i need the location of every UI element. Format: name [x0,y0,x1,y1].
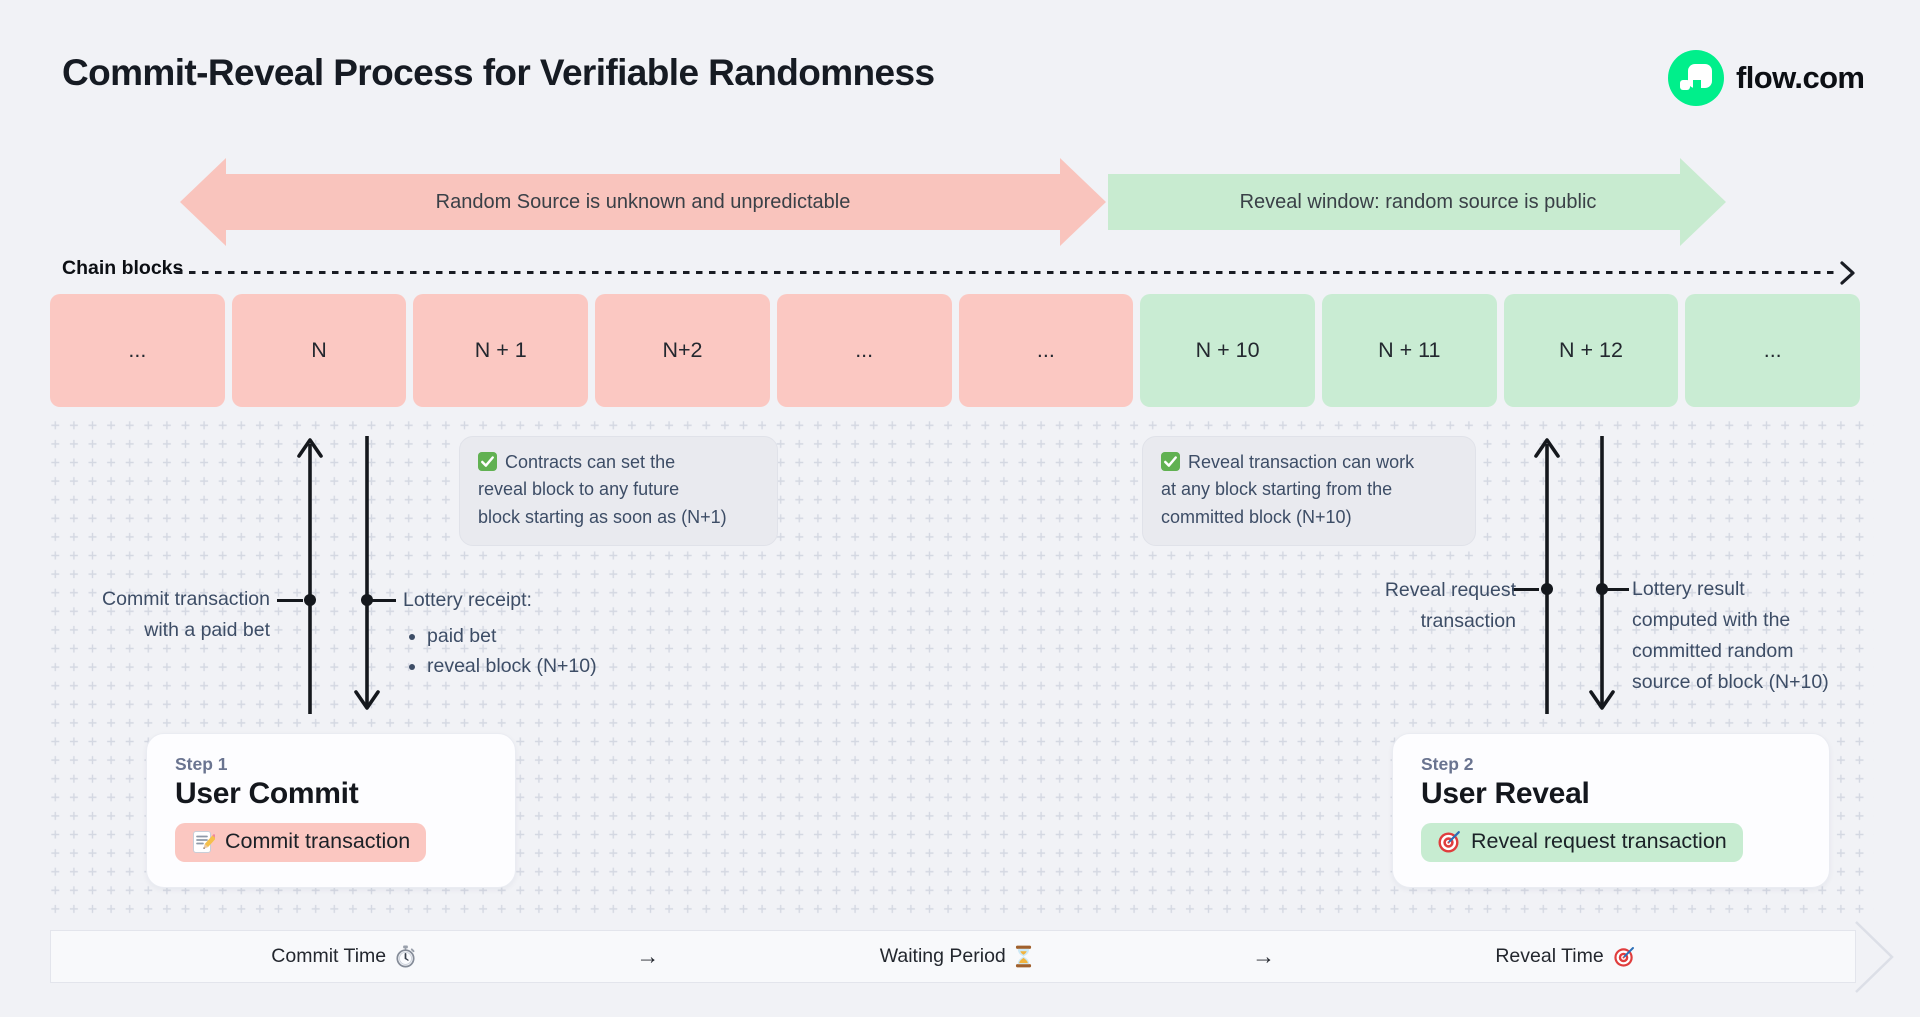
connector-line [1604,588,1629,591]
step2-card: Step 2 User Reveal Reveal request transa… [1392,733,1830,888]
note-line: committed block (N+10) [1161,506,1352,527]
label-line: Lottery result [1632,578,1745,600]
phase-unknown-label: Random Source is unknown and unpredictab… [435,190,851,213]
chain-block: ... [50,294,225,407]
label-line: Commit transaction [102,588,270,610]
step2-title: User Reveal [1421,777,1590,810]
chain-arrowhead-icon [1840,261,1855,285]
chain-dotted-line [176,271,1838,275]
step1-eyebrow: Step 1 [175,754,228,774]
phase-reveal-label: Reveal window: random source is public [1239,190,1597,213]
phase-unknown-arrow: Random Source is unknown and unpredictab… [178,156,1108,248]
note-line: Contracts can set the [505,452,676,472]
label-line: transaction [1420,610,1516,632]
check-icon [1161,452,1180,471]
note-line: Reveal transaction can work [1188,452,1415,472]
note-line: block starting as soon as (N+1) [478,506,727,527]
bullet-item: paid bet [427,621,597,651]
note-commit-window: Contracts can set the reveal block to an… [459,436,778,547]
note-reveal-window: Reveal transaction can work at any block… [1142,436,1476,547]
timeline-commit-time: Commit Time [271,945,416,968]
timeline-arrow-1: → [636,943,660,969]
connector-line [370,599,396,602]
result-down-arrow [1589,436,1615,710]
memo-icon [193,830,215,853]
chain-block: ... [776,294,952,407]
lottery-receipt-bullets: paid bet reveal block (N+10) [403,621,597,681]
chain-block: N [231,294,407,407]
label-line: with a paid bet [144,619,270,641]
timeline-reveal-time: Reveal Time [1495,945,1634,968]
label-line: computed with the [1632,609,1791,631]
reveal-up-arrow [1534,438,1560,714]
label-line: Lottery receipt: [403,589,532,611]
phase-reveal-arrow: Reveal window: random source is public [1108,156,1728,248]
brand-name: flow.com [1736,60,1865,95]
label-line: source of block (N+10) [1632,671,1829,693]
chain-blocks-label: Chain blocks [62,257,184,279]
timeline-label: Commit Time [271,945,387,967]
label-line: committed random [1632,640,1794,662]
double-arrow-shape [180,158,1106,246]
timeline-bar: Commit Time → Waiting Period → [50,930,1856,983]
reveal-request-label: Reveal request transaction [1330,575,1516,637]
step1-action-label: Commit transaction [225,829,411,853]
reveal-request-pill: Reveal request transaction [1421,823,1743,862]
page-title: Commit-Reveal Process for Verifiable Ran… [62,52,935,93]
timeline-label: Waiting Period [879,945,1006,967]
timeline-arrow-2: → [1252,943,1276,969]
commit-transaction-label: Commit transaction with a paid bet [70,584,270,646]
note-line: at any block starting from the [1161,479,1393,500]
commit-transaction-pill: Commit transaction [175,823,427,862]
chain-block: N + 11 [1321,294,1497,407]
lottery-result-label: Lottery result computed with the committ… [1632,574,1864,698]
timeline-end-chevron [1855,921,1894,993]
chain-block: ... [1685,294,1861,407]
chain-block: N + 1 [413,294,589,407]
step1-title: User Commit [175,777,359,810]
timeline-waiting-period: Waiting Period [880,945,1032,968]
commit-up-arrow [297,438,323,714]
chain-blocks-row: ... N N + 1 N+2 ... ... N + 10 N + 11 N … [50,294,1861,407]
step2-action-label: Reveal request transaction [1471,829,1727,853]
target-icon [1614,946,1634,967]
right-arrow-shape [1108,158,1726,246]
chain-block: N + 12 [1503,294,1679,407]
bullet-item: reveal block (N+10) [427,651,597,681]
chain-block: N+2 [595,294,770,407]
brand: flow.com [1668,50,1865,106]
chain-block: N + 10 [1140,294,1315,407]
connector-line [277,599,303,602]
lottery-receipt-label: Lottery receipt: paid bet reveal block (… [403,585,597,681]
timeline-label: Reveal Time [1495,945,1604,967]
chain-block: ... [958,294,1134,407]
label-line: Reveal request [1384,579,1516,601]
connector-line [1512,588,1539,591]
stopwatch-icon [396,945,415,968]
flow-logo-icon [1668,50,1724,106]
note-line: reveal block to any future [478,479,680,500]
receipt-down-arrow [354,436,380,710]
step1-card: Step 1 User Commit Commit transaction [146,733,516,888]
step2-eyebrow: Step 2 [1421,754,1474,774]
target-icon [1438,830,1460,852]
check-icon [478,452,497,471]
hourglass-icon [1015,945,1031,968]
